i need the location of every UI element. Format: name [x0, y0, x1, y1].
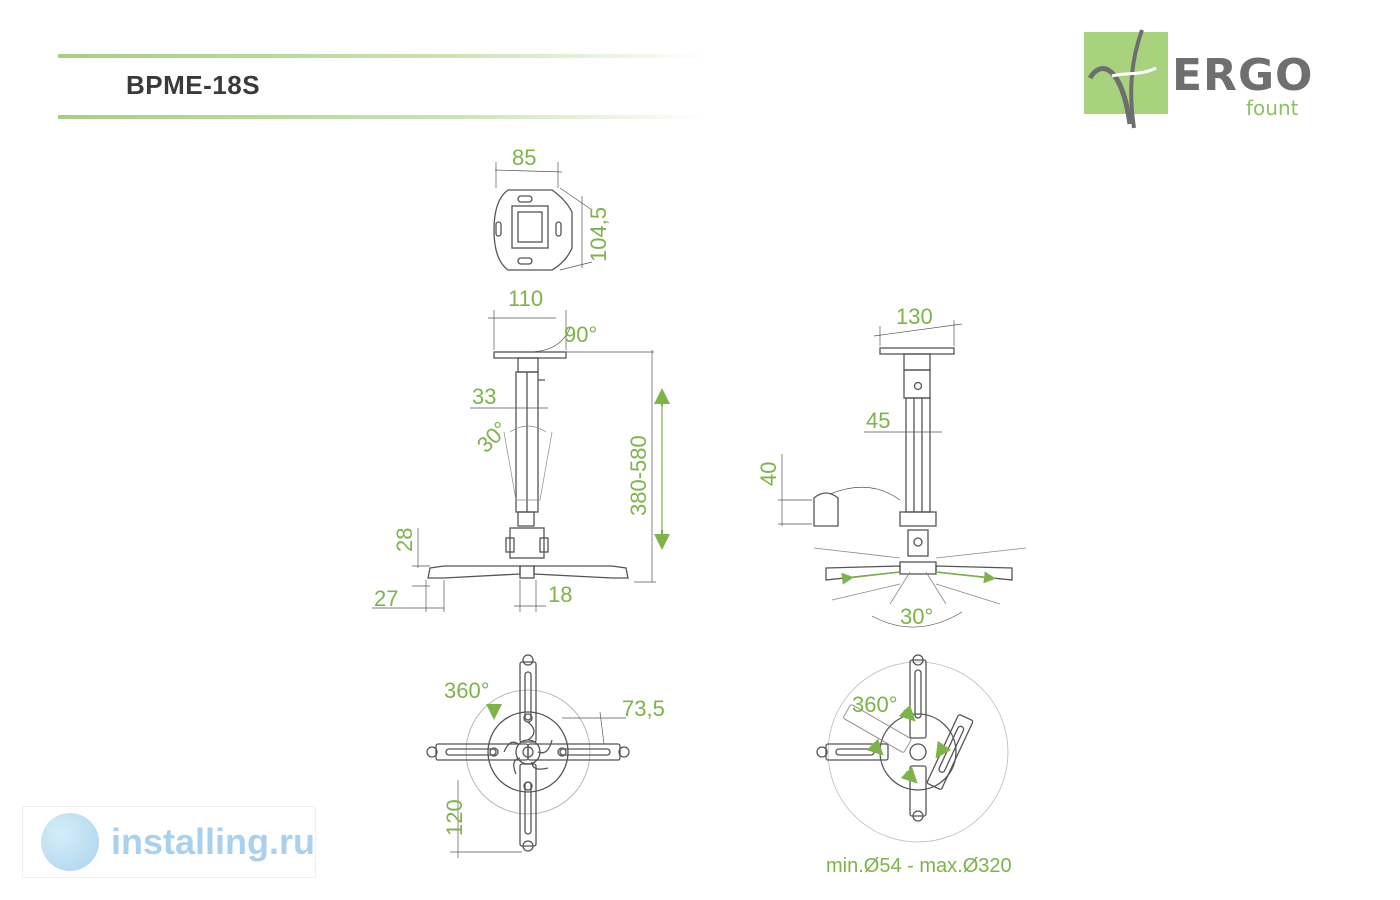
brand-logo: ERGO fount — [1082, 28, 1312, 138]
rotation-right-arrow-4-icon — [900, 766, 918, 784]
header-line-top — [58, 54, 708, 58]
watermark-text: installing.ru — [111, 821, 316, 862]
logo-swoosh-icon — [1087, 29, 1157, 129]
label-arm-width: 27 — [374, 586, 398, 611]
label-tube-width: 33 — [472, 384, 496, 409]
bottom-left-bracket — [426, 654, 630, 852]
plate-dimension-lines — [494, 162, 593, 271]
logo-sub: fount — [1246, 96, 1299, 120]
label-center-width: 18 — [548, 582, 572, 607]
side-tilt-lines — [889, 571, 947, 605]
model-title: BPME-18S — [126, 70, 261, 100]
label-side-tilt: 30° — [900, 604, 933, 629]
watermark: installing.ru — [22, 806, 316, 878]
label-swing: 30° — [472, 416, 513, 457]
side-view-mount — [813, 347, 1027, 605]
label-cap-height: 40 — [756, 462, 781, 486]
label-side-top-width: 130 — [896, 304, 933, 329]
header-line-bottom — [58, 115, 708, 119]
label-base-height: 28 — [392, 528, 417, 552]
ceiling-plate — [493, 189, 573, 271]
label-rotation-left: 360° — [444, 678, 490, 703]
front-dimension-lines — [372, 310, 656, 612]
watermark-logo-icon — [41, 813, 99, 871]
bottom-left-dimension-lines — [450, 711, 626, 858]
side-left-arrow-icon — [841, 571, 901, 585]
bottom-right-bracket — [816, 654, 1009, 843]
rotation-right-arrow-1-icon — [898, 704, 916, 722]
logo-word: ERGO — [1172, 50, 1314, 101]
label-arm-offset: 73,5 — [622, 696, 665, 721]
label-plate-height: 104,5 — [586, 207, 611, 262]
label-arm-length: 120 — [442, 799, 467, 836]
rotation-right-arrow-3-icon — [935, 740, 952, 759]
label-plate-width: 85 — [512, 145, 536, 170]
label-rotation-right: 360° — [852, 692, 898, 717]
side-dimension-lines — [778, 320, 963, 628]
label-height-range: 380-580 — [626, 435, 651, 516]
rotation-right-arrow-2-icon — [866, 738, 884, 756]
label-top-width: 110 — [508, 286, 543, 311]
front-swing-lines — [503, 425, 553, 501]
front-view-mount — [427, 351, 629, 579]
label-side-tube-width: 45 — [866, 408, 890, 433]
label-tilt: 90° — [564, 322, 597, 347]
label-range: min.Ø54 - max.Ø320 — [826, 855, 1012, 877]
side-right-arrow-icon — [935, 571, 996, 584]
